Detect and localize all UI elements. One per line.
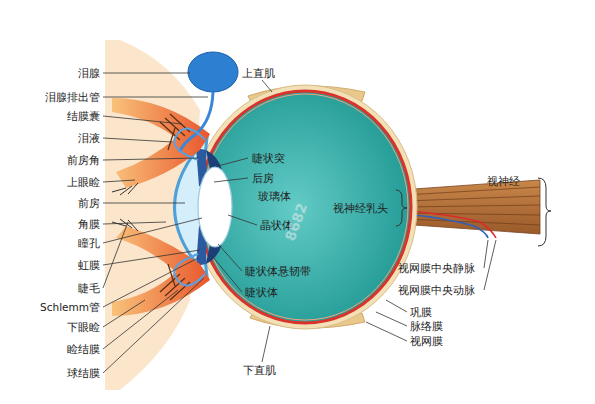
part-label: 脉络膜 (410, 320, 443, 332)
part-label: 泪液 (78, 132, 100, 144)
lens (198, 167, 232, 247)
bracket (538, 178, 551, 246)
part-label: 球结膜 (67, 367, 100, 379)
part-label: 睫毛 (78, 282, 100, 294)
part-label: 角膜 (78, 218, 100, 230)
part-label: 虹膜 (78, 259, 100, 271)
part-label: 睫状体 (245, 286, 278, 298)
part-label: 视网膜中央动脉 (398, 284, 475, 296)
retina (202, 94, 408, 320)
part-label: 上眼睑 (67, 176, 100, 188)
zonules (215, 168, 218, 246)
part-label: 结膜囊 (67, 110, 100, 122)
part-label: 前房 (78, 197, 100, 209)
part-label: 下眼睑 (67, 321, 100, 333)
part-label: 视神经乳头 (333, 202, 388, 214)
part-label: 瞳孔 (78, 237, 100, 249)
nerve-fibers (405, 187, 540, 225)
retinal-artery (405, 211, 496, 238)
part-label: 前房角 (67, 154, 100, 166)
conjunctival-sac (174, 128, 205, 160)
optic-nerve (400, 180, 540, 234)
part-label: 睑结膜 (67, 343, 100, 355)
leader-lines (103, 73, 496, 373)
part-label: 后房 (252, 172, 274, 184)
lower-eyelid (112, 226, 210, 316)
part-label: 巩膜 (410, 306, 432, 318)
bracket (396, 190, 407, 226)
part-label: 玻璃体 (258, 190, 291, 202)
part-label: 上直肌 (242, 67, 275, 79)
choroid-retina (199, 91, 411, 323)
sclera (193, 85, 417, 329)
part-label: 视网膜 (410, 335, 443, 347)
lacrimal-gland (188, 52, 238, 92)
part-label: 视网膜中央静脉 (398, 262, 475, 274)
part-label: 下直肌 (243, 364, 276, 376)
conjunctival-sac (174, 254, 205, 286)
watermark: 8682 (284, 202, 309, 243)
part-label: 视神经 (487, 175, 520, 187)
part-label: 睫状体悬韧带 (245, 265, 311, 277)
part-label: 睫状突 (252, 152, 285, 164)
retinal-vein (405, 214, 488, 238)
part-label: 泪腺 (78, 67, 100, 79)
part-label: Schlemm管 (40, 301, 100, 313)
upper-eyelid (112, 98, 210, 188)
part-label: 泪腺排出管 (45, 91, 100, 103)
lacrimal-duct (180, 92, 213, 152)
